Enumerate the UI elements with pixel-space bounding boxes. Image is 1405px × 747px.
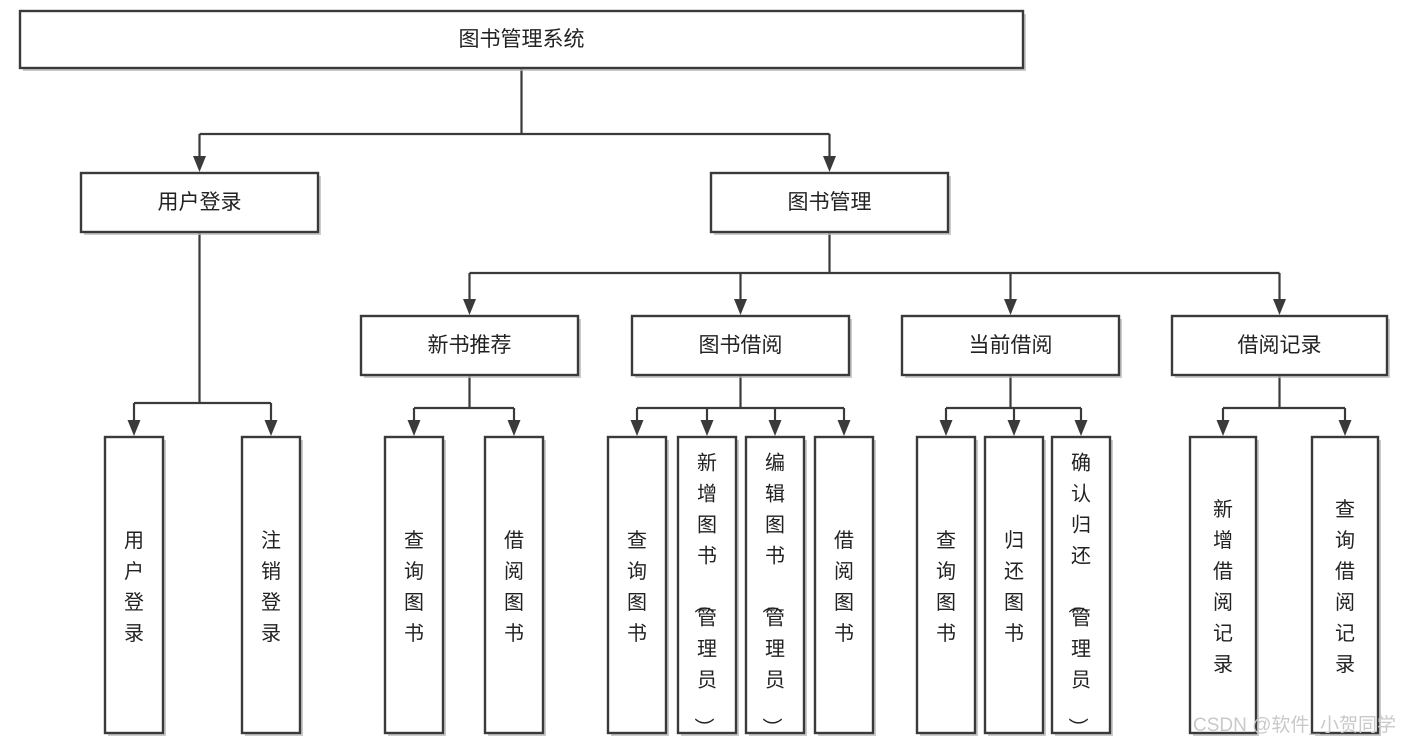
arrow-head-icon [1074,420,1088,436]
node-rect[interactable] [900,314,1121,377]
connector-group-user-login-group [127,232,278,436]
node-label: 确认归还（管理员） [1066,452,1091,738]
connector-group-book-manage-group [463,232,1286,315]
node-leaf-add-borrow-record[interactable]: 新增借阅记录 [1188,435,1259,736]
arrow-head-icon [734,299,747,315]
arrow-head-icon [823,156,836,172]
node-root[interactable]: 图书管理系统 [18,9,1026,71]
node-rect[interactable] [606,435,668,735]
arrow-head-icon [630,420,644,436]
node-rect[interactable] [18,9,1025,70]
node-rect[interactable] [1170,314,1389,377]
node-leaf-return-book[interactable]: 归还图书 [983,435,1046,736]
node-rect[interactable] [676,435,738,735]
node-layer: 图书管理系统用户登录图书管理新书推荐图书借阅当前借阅借阅记录用户登录注销登录查询… [18,9,1390,738]
node-leaf-query-book-1[interactable]: 查询图书 [383,435,446,736]
node-label: 图书管理 [788,191,872,214]
node-label: 新书推荐 [428,334,512,357]
node-leaf-confirm-return[interactable]: 确认归还（管理员） [1050,435,1113,738]
node-rect[interactable] [744,435,806,735]
connector-layer [127,68,1352,436]
node-rect[interactable] [983,435,1045,735]
node-leaf-borrow-book-2[interactable]: 借阅图书 [813,435,876,736]
arrow-head-icon [507,420,521,436]
arrow-head-icon [193,156,206,172]
arrow-head-icon [407,420,421,436]
node-rect[interactable] [709,171,950,234]
node-label: 用户登录 [158,191,242,214]
arrow-head-icon [1004,299,1017,315]
node-new-book-recommend[interactable]: 新书推荐 [359,314,581,378]
arrow-head-icon [837,420,851,436]
node-label: 新增图书（管理员） [692,452,717,738]
node-rect[interactable] [1050,435,1112,735]
node-label: 用户登录 [124,530,144,645]
node-borrow-record[interactable]: 借阅记录 [1170,314,1390,378]
node-rect[interactable] [813,435,875,735]
node-label: 注销登录 [261,529,281,645]
arrow-head-icon [1216,420,1230,436]
node-book-borrow[interactable]: 图书借阅 [630,314,852,378]
node-leaf-logout-login[interactable]: 注销登录 [240,435,303,736]
connector-group-borrow-record [1216,375,1352,436]
node-current-borrow[interactable]: 当前借阅 [900,314,1122,378]
node-leaf-add-book[interactable]: 新增图书（管理员） [676,435,739,738]
connector-group-new-book-recommend [407,375,521,436]
node-rect[interactable] [79,171,320,234]
connector-group-root [193,68,836,172]
arrow-head-icon [264,420,278,436]
node-leaf-query-borrow-record[interactable]: 查询借阅记录 [1310,435,1381,736]
node-label: 借阅图书 [504,529,524,645]
arrow-head-icon [1338,420,1352,436]
arrow-head-icon [463,299,476,315]
node-user-login-group[interactable]: 用户登录 [79,171,321,235]
node-label: 查询图书 [404,529,424,645]
node-label: 查询图书 [627,529,647,645]
node-label: 借阅图书 [834,529,854,645]
node-label: 当前借阅 [969,334,1053,357]
node-rect[interactable] [1310,435,1380,735]
node-label: 新增借阅记录 [1213,498,1233,676]
node-label: 查询图书 [936,529,956,645]
arrow-head-icon [1273,299,1286,315]
connector-group-current-borrow [939,375,1088,436]
node-leaf-query-book-3[interactable]: 查询图书 [915,435,978,736]
node-label: 图书借阅 [699,334,783,357]
node-leaf-edit-book[interactable]: 编辑图书（管理员） [744,435,807,738]
node-rect[interactable] [359,314,580,377]
node-leaf-user-login[interactable]: 用户登录 [103,435,166,736]
arrow-head-icon [127,420,141,436]
node-rect[interactable] [483,435,545,735]
node-leaf-query-book-2[interactable]: 查询图书 [606,435,669,736]
node-rect[interactable] [1188,435,1258,735]
node-label: 编辑图书（管理员） [760,452,785,738]
node-label: 借阅记录 [1238,334,1322,357]
node-leaf-borrow-book-1[interactable]: 借阅图书 [483,435,546,736]
node-rect[interactable] [383,435,445,735]
node-rect[interactable] [915,435,977,735]
arrow-head-icon [768,420,782,436]
node-rect[interactable] [103,435,165,735]
arrow-head-icon [939,420,953,436]
node-rect[interactable] [630,314,851,377]
connector-group-book-borrow [630,375,851,436]
node-book-manage-group[interactable]: 图书管理 [709,171,951,235]
node-rect[interactable] [240,435,302,735]
node-label: 归还图书 [1004,529,1024,645]
arrow-head-icon [1007,420,1021,436]
node-label: 图书管理系统 [459,28,585,51]
watermark-layer: CSDN @软件_小贺同学 [1193,714,1396,736]
csdn-watermark: CSDN @软件_小贺同学 [1193,714,1396,736]
node-label: 查询借阅记录 [1335,498,1355,676]
arrow-head-icon [700,420,714,436]
